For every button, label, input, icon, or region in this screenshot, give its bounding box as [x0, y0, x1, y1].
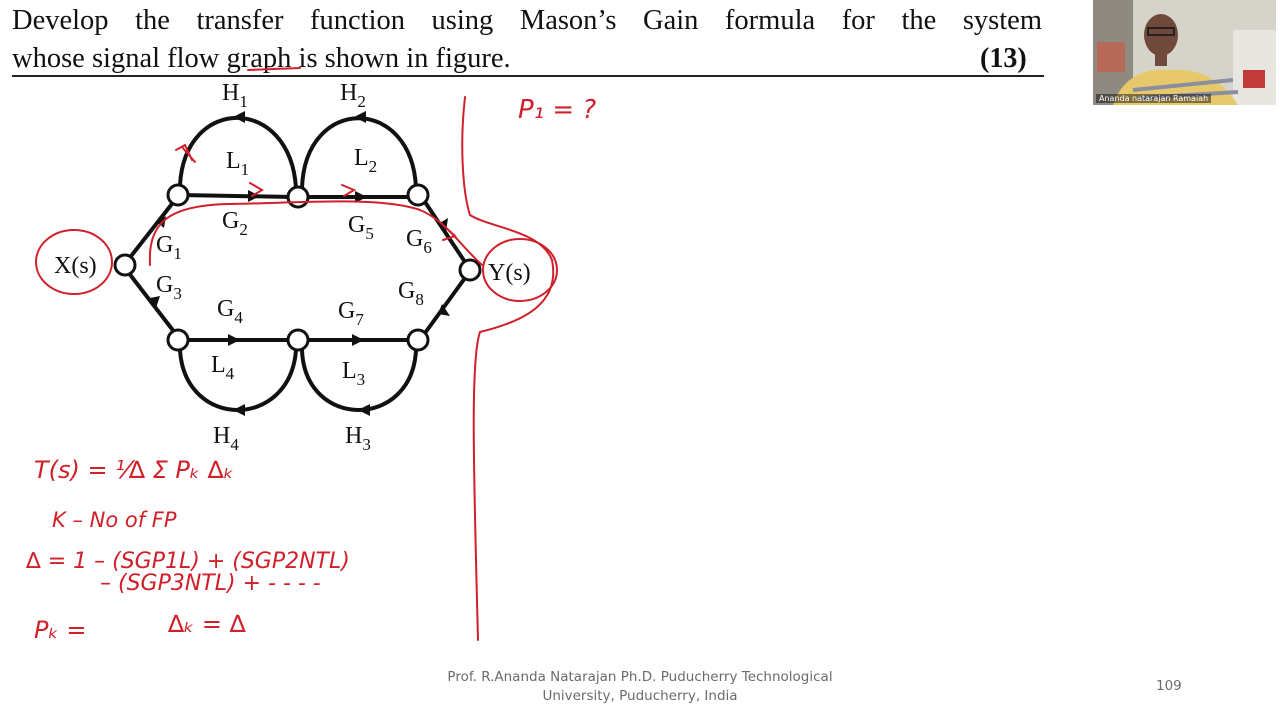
arrow-g5: [355, 191, 367, 203]
feedback-h4: H4: [213, 423, 239, 454]
question-marks: (13): [980, 43, 1027, 74]
ink-circle-input: [35, 229, 113, 295]
branch-g8: [423, 276, 467, 335]
annotation-k-definition: K – No of FP: [52, 508, 177, 532]
arrow-g8: [438, 304, 450, 316]
node-upper-3: [406, 183, 430, 207]
arrow-h2: [354, 111, 366, 123]
gain-g2: G2: [222, 208, 248, 239]
webcam-name-label: Ananda natarajan Ramaiah: [1096, 94, 1212, 103]
ink-arrowhead-2: [249, 182, 264, 197]
node-output: [458, 258, 482, 282]
feedback-h3: H3: [345, 423, 371, 454]
gain-g1: G1: [156, 232, 182, 263]
footer-line-2: University, Puducherry, India: [542, 688, 738, 704]
loop-l4: L4: [211, 352, 235, 383]
gain-g5: G5: [348, 212, 374, 243]
node-upper-2: [286, 185, 310, 209]
input-label: X(s): [54, 253, 97, 279]
loop-l2: L2: [354, 145, 377, 176]
branch-h4: [178, 348, 298, 412]
branch-g2: [178, 193, 295, 199]
annotation-transfer-formula: T(s) = ¹⁄∆ Σ Pₖ ∆ₖ: [34, 456, 234, 484]
gain-g4: G4: [217, 296, 243, 327]
arrow-h1: [233, 111, 245, 123]
arrow-h4: [233, 404, 245, 416]
footer-line-1: Prof. R.Ananda Natarajan Ph.D. Puducherr…: [447, 669, 833, 685]
feedback-h2: H2: [340, 80, 366, 111]
gain-g8: G8: [398, 278, 424, 309]
ink-divider: [461, 96, 555, 641]
webcam-overlay: Ananda natarajan Ramaiah: [1093, 0, 1276, 105]
ink-arrowhead-1: [175, 143, 196, 163]
arrow-h3: [358, 404, 370, 416]
slide-footer: Prof. R.Ananda Natarajan Ph.D. Puducherr…: [440, 668, 840, 706]
arrow-g3: [150, 296, 160, 308]
ink-underline: [247, 67, 301, 71]
page-number: 109: [1156, 678, 1182, 694]
output-label: Y(s): [488, 260, 531, 286]
feedback-h1: H1: [222, 80, 248, 111]
annotation-delta-line-2: – (SGP3NTL) + - - - -: [100, 571, 321, 596]
loop-l1: L1: [226, 148, 249, 179]
ink-circle-output: [482, 238, 558, 302]
title-underline: [12, 75, 1044, 77]
ink-arrowhead-4: [442, 225, 457, 241]
annotation-p1: P₁ = ?: [518, 95, 596, 125]
presenter-video: [1093, 0, 1276, 105]
node-lower-2: [286, 328, 310, 352]
node-lower-1: [166, 328, 190, 352]
branch-g6: [423, 200, 467, 264]
node-input: [113, 253, 137, 277]
node-upper-1: [166, 183, 190, 207]
gain-g6: G6: [406, 226, 432, 257]
annotation-delta-k: ∆ₖ = ∆: [167, 610, 247, 638]
arrow-g2: [248, 190, 260, 202]
branch-g3: [126, 270, 177, 335]
branch-g1: [126, 198, 177, 262]
branch-arrows: [150, 111, 450, 416]
loop-l3: L3: [342, 358, 365, 389]
gain-g7: G7: [338, 298, 364, 329]
signal-flow-graph: [126, 116, 467, 412]
ink-annotations: [35, 67, 558, 641]
annotation-delta-line-1: ∆ = 1 – (SGP1L) + (SGP2NTL): [25, 549, 350, 574]
arrow-g4: [228, 334, 240, 346]
annotation-pk: Pₖ =: [34, 616, 86, 644]
sfg-nodes: [113, 183, 482, 352]
question-line-1: Develop the transfer function using Maso…: [12, 5, 1042, 36]
arrow-g7: [352, 334, 364, 346]
node-lower-3: [406, 328, 430, 352]
gain-g3: G3: [156, 272, 182, 303]
ink-arrowhead-3: [341, 184, 357, 197]
